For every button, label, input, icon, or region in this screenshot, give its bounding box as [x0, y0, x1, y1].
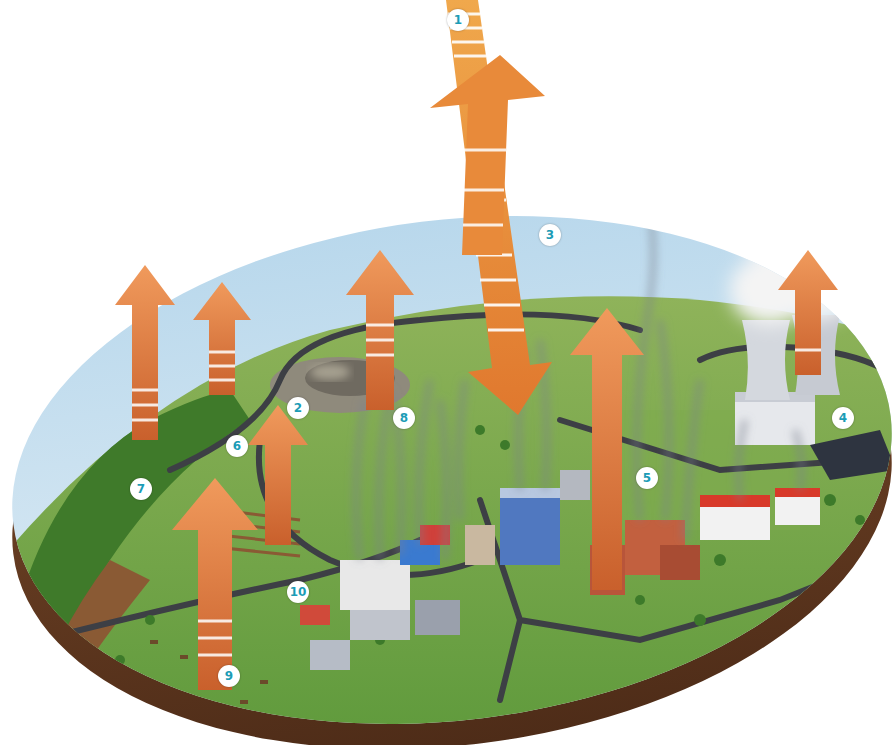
callout-number: 6 — [226, 435, 248, 457]
callout-number: 1 — [447, 9, 469, 31]
callout-number: 2 — [287, 397, 309, 419]
callout-number: 4 — [832, 407, 854, 429]
callout-number: 7 — [130, 478, 152, 500]
callout-number: 5 — [636, 467, 658, 489]
callout-number: 8 — [393, 407, 415, 429]
callout-number: 10 — [287, 581, 309, 603]
callout-number: 3 — [539, 224, 561, 246]
callout-number: 9 — [218, 665, 240, 687]
